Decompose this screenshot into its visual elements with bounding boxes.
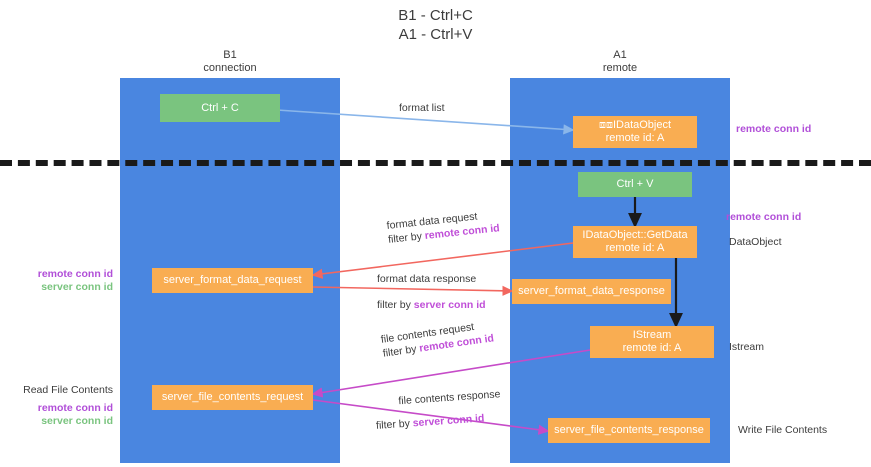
flow-label-format-list: format list — [399, 101, 445, 115]
side-label-istream: Istream — [729, 341, 765, 353]
filter-by-prefix: filter by — [382, 342, 421, 360]
node-server-format-data-response[interactable]: server_format_data_response — [512, 279, 671, 304]
side-label-left-server-conn-id: server conn id — [41, 281, 113, 293]
flow-label-file-contents-response: file contents response filter by server … — [374, 387, 502, 433]
side-label-left-remote-conn-id: remote conn id — [37, 268, 113, 280]
node-server-file-contents-request[interactable]: server_file_contents_request — [152, 385, 313, 410]
side-label-left-low-server-conn-id: server conn id — [41, 415, 113, 427]
flow-label-file-contents-response-line1: file contents response — [398, 388, 501, 408]
node-server-format-data-request[interactable]: server_format_data_request — [152, 268, 313, 293]
side-label-remote-conn-id-top: remote conn id — [736, 123, 812, 135]
filter-by-prefix: filter by — [375, 417, 414, 432]
node-server-file-contents-response[interactable]: server_file_contents_response — [548, 418, 710, 443]
node-ctrl-v[interactable]: Ctrl + V — [578, 172, 692, 197]
side-label-remote-conn-id-getdata: remote conn id — [726, 211, 802, 223]
flow-label-format-data-response-line1: format data response — [377, 273, 477, 285]
diagram-title: B1 - Ctrl+C A1 - Ctrl+V — [398, 7, 473, 43]
node-idataobject-top[interactable]: ⧈⧈IDataObject remote id: A — [573, 116, 697, 148]
flow-label-file-contents-request: file contents request filter by remote c… — [380, 317, 495, 360]
flow-label-format-data-response: format data response filter by server co… — [377, 272, 486, 312]
column-header-a1: A1 remote — [602, 49, 638, 74]
side-label-read-file-contents: Read File Contents — [23, 384, 113, 396]
side-label-left-low-remote-conn-id: remote conn id — [37, 402, 113, 414]
filter-key-server-conn-id: server conn id — [412, 412, 485, 430]
column-header-b1: B1 connection — [203, 49, 257, 74]
node-idataobject-getdata[interactable]: IDataObject::GetData remote id: A — [573, 226, 697, 258]
node-ctrl-c[interactable]: Ctrl + C — [160, 94, 280, 122]
flow-label-format-data-response-line2: filter by server conn id — [377, 298, 486, 312]
side-label-write-file-contents: Write File Contents — [738, 424, 828, 436]
side-label-dataobject: DataObject — [729, 236, 782, 248]
filter-key-server-conn-id: server conn id — [413, 299, 486, 311]
flow-label-format-list-text: format list — [399, 102, 445, 114]
filter-by-prefix: filter by — [377, 299, 414, 311]
node-istream[interactable]: IStream remote id: A — [590, 326, 714, 358]
filter-by-prefix: filter by — [387, 230, 426, 246]
divider-dashed-line — [0, 160, 871, 166]
flow-label-file-contents-response-line2: filter by server conn id — [376, 410, 503, 433]
flow-label-format-data-request: format data request filter by remote con… — [386, 207, 500, 247]
